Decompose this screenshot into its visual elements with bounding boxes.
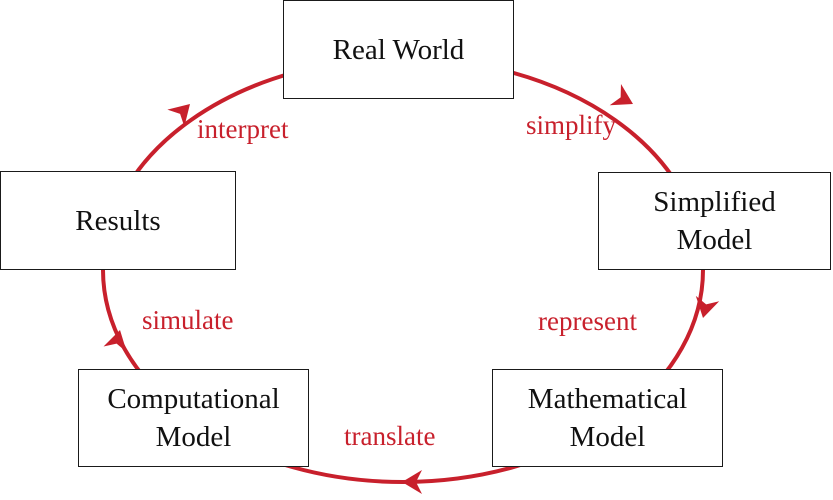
simplified-model-label-line2: Model (676, 224, 753, 256)
mathematical-model-label-line1: Mathematical (527, 383, 688, 415)
edge-label-simplify: simplify (526, 110, 617, 140)
computational-model-label-line1: Computational (107, 383, 280, 415)
computational-model-box: Computational Model (78, 369, 309, 467)
results-label: Results (75, 204, 161, 237)
mathematical-model-label-line2: Model (569, 421, 646, 453)
arrowhead-represent-icon (695, 295, 720, 318)
arrowhead-interpret-icon (167, 104, 190, 127)
computational-model-label-line2: Model (155, 421, 232, 453)
simplified-model-label-line1: Simplified (653, 186, 776, 218)
edge-label-simulate: simulate (142, 305, 234, 335)
mathematical-model-box: Mathematical Model (492, 369, 723, 467)
edge-label-translate: translate (344, 421, 436, 451)
real-world-box: Real World (283, 0, 514, 99)
arrowhead-simplify-icon (609, 84, 633, 106)
edge-label-interpret: interpret (197, 114, 289, 144)
real-world-label: Real World (332, 33, 465, 66)
arrowhead-simulate-icon (103, 330, 127, 353)
results-box: Results (0, 171, 236, 270)
edge-label-represent: represent (538, 306, 637, 336)
arrowhead-translate-icon (402, 470, 422, 494)
simplified-model-box: Simplified Model (598, 172, 831, 270)
